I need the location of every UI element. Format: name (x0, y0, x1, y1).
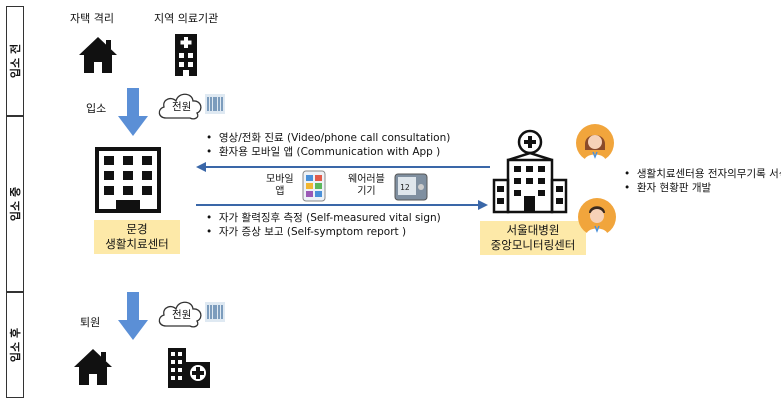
phase-pre: 입소 전 (6, 6, 24, 116)
clinic-building-icon (168, 348, 210, 388)
center-name-line2: 생활치료센터 (105, 237, 169, 251)
hospital-name-line2: 중앙모니터링센터 (490, 238, 576, 252)
to-center-item-1: • 영상/전화 진료 (Video/phone call consultatio… (206, 132, 451, 144)
home-label: 자택 격리 (70, 12, 114, 25)
phase-during: 입소 중 (6, 116, 24, 292)
to-hospital-item-2: • 자가 증상 보고 (Self-symptom report ) (206, 226, 407, 238)
hospital-note-1: • 생활치료센터용 전자의무기록 서식 도입 (624, 168, 781, 180)
cloud-icon (158, 301, 202, 328)
hospital-name-line1: 서울대병원 (506, 223, 560, 237)
phase-pre-label: 입소 전 (9, 43, 22, 79)
arrow-to-center (196, 162, 490, 172)
house-icon (74, 349, 112, 385)
lung-xray-icon (205, 302, 225, 322)
doctor-male-avatar (578, 198, 616, 236)
lung-xray-icon (205, 94, 225, 114)
phase-post-label: 입소 후 (9, 327, 22, 363)
admission-label: 입소 (86, 102, 107, 115)
phase-during-label: 입소 중 (9, 186, 22, 222)
center-building-icon (95, 147, 161, 213)
center-name-line1: 문경 (126, 222, 148, 236)
mobile-app-icon (302, 170, 326, 202)
center-name-label: 문경 생활치료센터 (94, 220, 180, 254)
hospital-note-2: • 환자 현황판 개발 (624, 182, 712, 194)
house-icon (79, 37, 117, 73)
doctor-female-avatar (576, 124, 614, 162)
discharge-cloud-label: 전원 (172, 309, 192, 321)
admission-arrow (118, 88, 148, 136)
discharge-arrow (118, 292, 148, 340)
svg-text:12: 12 (400, 183, 410, 192)
phase-post: 입소 후 (6, 292, 24, 398)
hospital-icon (492, 129, 568, 214)
clinic-building-icon (175, 34, 197, 76)
to-center-item-2: • 환자용 모바일 앱 (Communication with App ) (206, 146, 441, 158)
admission-cloud-label: 전원 (172, 101, 192, 113)
hospital-name-label: 서울대병원 중앙모니터링센터 (480, 221, 586, 255)
to-hospital-item-1: • 자가 활력징후 측정 (Self-measured vital sign) (206, 212, 441, 224)
wearable-device-icon: 12 (394, 173, 428, 201)
clinic-label: 지역 의료기관 (154, 12, 219, 25)
discharge-label: 퇴원 (80, 316, 101, 329)
arrow-to-hospital (196, 200, 488, 210)
cloud-icon (158, 93, 202, 120)
